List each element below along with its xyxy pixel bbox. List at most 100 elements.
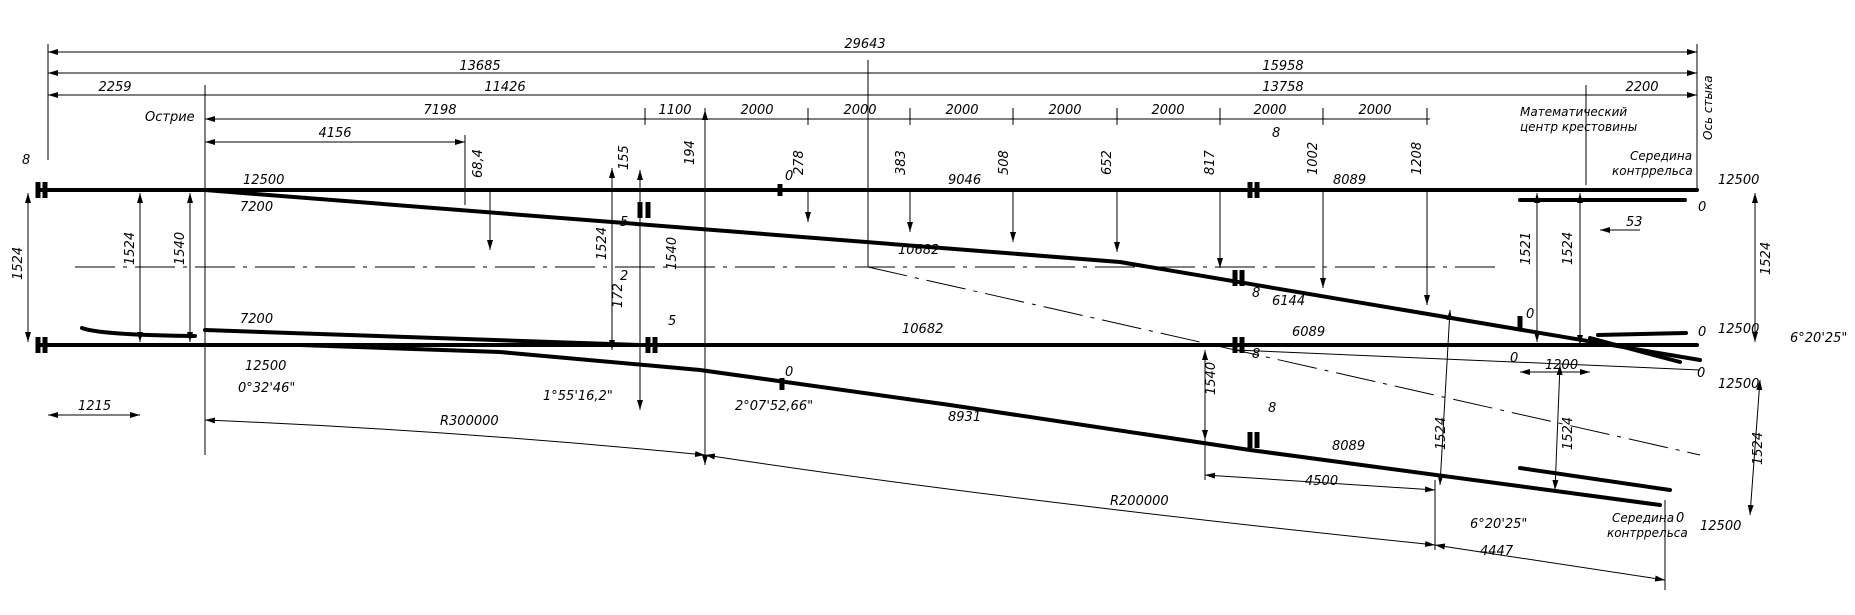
l-4500: 4500 bbox=[1305, 474, 1338, 489]
l-6089: 6089 bbox=[1292, 325, 1325, 340]
v-383: 383 bbox=[894, 150, 909, 175]
v-1524-e: 1524 bbox=[1561, 417, 1576, 450]
v-194: 194 bbox=[683, 140, 698, 165]
lower-dimensions bbox=[48, 227, 1666, 590]
angle-6-20-25-low: 6°20'25" bbox=[1470, 517, 1527, 532]
l-6144: 6144 bbox=[1272, 294, 1305, 309]
l-0-low-right: 0 bbox=[1698, 325, 1706, 340]
dim-text-2000-d: 2000 bbox=[1048, 103, 1081, 118]
dim-text-1100: 1100 bbox=[658, 103, 691, 118]
l-12500-right-top: 12500 bbox=[1718, 173, 1759, 188]
l-9046: 9046 bbox=[948, 173, 981, 188]
labels: 29643 13685 15958 2259 11426 13758 2200 … bbox=[11, 37, 1847, 559]
l-1215: 1215 bbox=[78, 399, 111, 414]
l-0-bottom: 0 bbox=[1676, 511, 1684, 526]
v-1524-a: 1524 bbox=[123, 232, 138, 265]
v-5-a: 5 bbox=[620, 215, 628, 230]
dim-text-13758: 13758 bbox=[1262, 80, 1303, 95]
r300000: R300000 bbox=[440, 414, 499, 429]
v-2: 2 bbox=[620, 269, 628, 284]
label-math-center-2: центр крестовины bbox=[1520, 120, 1637, 134]
rails bbox=[36, 188, 1702, 507]
v-68-4: 68,4 bbox=[471, 149, 486, 178]
label-mid-rail-2: контррельса bbox=[1612, 164, 1693, 178]
l-12500-b3: 12500 bbox=[1718, 377, 1759, 392]
dim-text-11426: 11426 bbox=[484, 80, 525, 95]
dim-text-29643: 29643 bbox=[844, 37, 885, 52]
l-53: 53 bbox=[1626, 215, 1643, 230]
l-8-lower: 8 bbox=[1268, 401, 1276, 416]
label-mid-rail-1: Середина bbox=[1630, 149, 1692, 163]
dim-text-2000-a: 2000 bbox=[740, 103, 773, 118]
v-1524-right: 1524 bbox=[1759, 242, 1774, 275]
dim-text-4156: 4156 bbox=[318, 126, 351, 141]
l-0-curve: 0 bbox=[785, 365, 793, 380]
angle-6-20-25-right: 6°20'25" bbox=[1790, 331, 1847, 346]
v-1540-c: 1540 bbox=[1204, 362, 1219, 395]
dim-text-2259: 2259 bbox=[98, 80, 131, 95]
label-mid-rail-b1: Середина bbox=[1612, 511, 1674, 525]
label-math-center-1: Математический bbox=[1520, 105, 1627, 119]
l-7200-low: 7200 bbox=[240, 312, 273, 327]
angle-1-55: 1°55'16,2" bbox=[543, 389, 613, 404]
v-5-b: 5 bbox=[668, 314, 676, 329]
l-8089-low: 8089 bbox=[1332, 439, 1365, 454]
v-0-mid: 0 bbox=[1526, 307, 1534, 322]
dim-text-13685: 13685 bbox=[459, 59, 500, 74]
v-1524-c: 1524 bbox=[1561, 232, 1576, 265]
curved-closure-rail-upper bbox=[1118, 260, 1702, 362]
angle-2-07: 2°07'52,66" bbox=[735, 399, 813, 414]
dim-text-2000-f: 2000 bbox=[1253, 103, 1286, 118]
ordinates bbox=[25, 110, 1763, 516]
v-1521: 1521 bbox=[1519, 232, 1534, 265]
dim-text-2000-b: 2000 bbox=[843, 103, 876, 118]
l-1200: 1200 bbox=[1545, 358, 1578, 373]
l-10682-mid: 10682 bbox=[898, 243, 939, 258]
v-1002: 1002 bbox=[1306, 142, 1321, 175]
dim-text-8-left: 8 bbox=[22, 153, 30, 168]
l-0-b3: 0 bbox=[1697, 366, 1705, 381]
v-1524-b: 1524 bbox=[595, 227, 610, 260]
dim-text-7198: 7198 bbox=[423, 103, 456, 118]
l-0-b1: 0 bbox=[1510, 351, 1518, 366]
v-508: 508 bbox=[997, 150, 1012, 175]
l-7200-top: 7200 bbox=[240, 200, 273, 215]
l-10682-low: 10682 bbox=[902, 322, 943, 337]
label-ostrie: Острие bbox=[145, 110, 195, 125]
dim-text-8-top: 8 bbox=[1272, 126, 1280, 141]
label-os-styka: Ось стыка bbox=[1701, 75, 1715, 140]
l-8089-top: 8089 bbox=[1333, 173, 1366, 188]
dim-text-15958: 15958 bbox=[1262, 59, 1303, 74]
dim-text-2200: 2200 bbox=[1625, 80, 1658, 95]
dim-text-2000-g: 2000 bbox=[1358, 103, 1391, 118]
l-8-low: 8 bbox=[1252, 347, 1260, 362]
l-0-right-top: 0 bbox=[1698, 200, 1706, 215]
curved-switch-rail-upper bbox=[203, 188, 1122, 264]
dim-text-2000-e: 2000 bbox=[1151, 103, 1184, 118]
v-817: 817 bbox=[1203, 149, 1218, 175]
v-1540-b: 1540 bbox=[665, 237, 680, 270]
v-1524-far: 1524 bbox=[1751, 432, 1766, 465]
frog-wing-upper bbox=[1596, 331, 1688, 337]
l-4447: 4447 bbox=[1480, 544, 1514, 559]
l-12500-low-right: 12500 bbox=[1718, 322, 1759, 337]
v-0-top: 0 bbox=[785, 169, 793, 184]
v-652: 652 bbox=[1100, 150, 1115, 175]
r200000: R200000 bbox=[1110, 494, 1169, 509]
stock-rail-end-left bbox=[80, 326, 197, 338]
switch-rail-lower bbox=[203, 328, 642, 347]
v-155: 155 bbox=[617, 145, 632, 170]
guard-rail-lower bbox=[1518, 466, 1672, 492]
v-278: 278 bbox=[792, 150, 807, 175]
angle-0-32-46: 0°32'46" bbox=[238, 381, 295, 396]
dim-text-2000-c: 2000 bbox=[945, 103, 978, 118]
l-12500-bottom: 12500 bbox=[245, 359, 286, 374]
l-12500-top: 12500 bbox=[243, 173, 284, 188]
v-1524-left: 1524 bbox=[11, 247, 26, 280]
l-8-mid: 8 bbox=[1252, 286, 1260, 301]
l-12500-bottom-right: 12500 bbox=[1700, 519, 1741, 534]
frog-point bbox=[1588, 336, 1682, 364]
label-mid-rail-b2: контррельса bbox=[1607, 526, 1688, 540]
